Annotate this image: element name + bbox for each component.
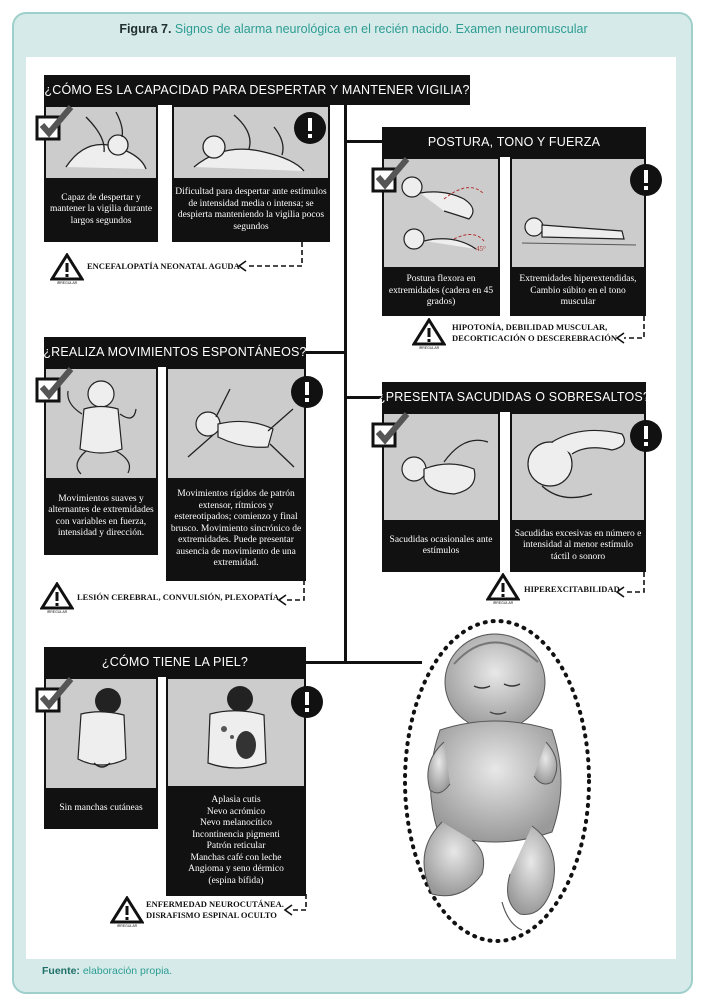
abnormal-caption-postura: Extremidades hiperextendidas, Cambio súb… xyxy=(510,267,646,316)
baby-occasional-jerk-illustration xyxy=(401,439,489,495)
exclamation-icon xyxy=(630,164,662,196)
source-label: Fuente: xyxy=(42,965,80,977)
dashed-arrow-icon xyxy=(615,572,645,598)
warning-triangle-icon: IRREGULAR xyxy=(50,253,84,285)
exclamation-icon xyxy=(630,420,662,452)
abnormal-caption-sacudidas: Sacudidas excesivas en número e intensid… xyxy=(510,520,646,572)
skin-sign-8: (espina bífida) xyxy=(208,875,264,886)
figure-label: Figura 7. xyxy=(119,22,172,36)
warning-icon-label: IRREGULAR xyxy=(117,924,138,928)
normal-caption-sacudidas: Sacudidas ocasionales ante estímulos xyxy=(382,520,500,572)
angle-label: 45° xyxy=(476,245,486,253)
connector-piel xyxy=(306,661,422,664)
baby-stimulus-illustration xyxy=(193,114,305,172)
abnormal-caption-vigilia: Dificultad para despertar ante estímulos… xyxy=(172,178,330,242)
warning-triangle-icon: IRREGULAR xyxy=(110,896,144,928)
connector-trunk xyxy=(344,104,347,664)
connector-sacudidas xyxy=(344,396,382,399)
skin-sign-3: Nevo melanocítico xyxy=(199,818,272,828)
alarm-line-piel-2: DISRAFISMO ESPINAL OCULTO xyxy=(146,910,277,920)
exclamation-icon xyxy=(294,112,326,144)
question-header-movimientos: ¿REALIZA MOVIMIENTOS ESPONTÁNEOS? xyxy=(43,337,306,367)
question-header-sacudidas: ¿PRESENTA SACUDIDAS O SOBRESALTOS? xyxy=(378,382,650,412)
warning-triangle-icon: IRREGULAR xyxy=(486,573,520,605)
dashed-arrow-icon xyxy=(237,242,303,272)
warning-icon-label: IRREGULAR xyxy=(493,601,514,605)
abnormal-caption-piel: Aplasia cutis Nevo acrómico Nevo melanoc… xyxy=(166,786,306,896)
normal-caption-piel: Sin manchas cutáneas xyxy=(44,788,158,829)
check-icon xyxy=(371,157,410,193)
normal-caption-vigilia: Capaz de despertar y mantener la vigilia… xyxy=(44,178,158,242)
dashed-arrow-icon xyxy=(283,894,307,916)
skin-sign-1: Aplasia cutis xyxy=(211,795,261,805)
alarm-label-movimientos: LESIÓN CEREBRAL, CONVULSIÓN, PLEXOPATÍA xyxy=(77,592,280,602)
newborn-illustration xyxy=(403,619,591,943)
figure-title: Signos de alarma neurológica en el recié… xyxy=(174,22,588,36)
question-header-piel: ¿CÓMO TIENE LA PIEL? xyxy=(44,647,306,677)
baby-smooth-movement-illustration xyxy=(67,380,137,475)
check-icon xyxy=(35,367,74,403)
connector-postura xyxy=(344,140,382,143)
question-header-vigilia: ¿CÓMO ES LA CAPACIDAD PARA DESPERTAR Y M… xyxy=(44,75,470,105)
alarm-label-piel: ENFERMEDAD NEUROCUTÁNEA. DISRAFISMO ESPI… xyxy=(146,899,284,921)
alarm-line-postura-2: DECORTICACIÓN O DESCEREBRACIÓN xyxy=(452,333,618,343)
extended-posture-illustration xyxy=(521,217,637,246)
alarm-line-postura-1: HIPOTONÍA, DEBILIDAD MUSCULAR, xyxy=(452,322,608,332)
check-icon xyxy=(35,105,74,141)
dashed-arrow-icon xyxy=(615,316,645,344)
skin-sign-4: Incontinencia pigmenti xyxy=(192,829,280,840)
connector-movimientos xyxy=(306,351,346,354)
exclamation-icon xyxy=(291,686,323,718)
exclamation-icon xyxy=(291,376,323,408)
skin-sign-5: Patrón reticular xyxy=(206,841,266,851)
alarm-label-vigilia: ENCEFALOPATÍA NEONATAL AGUDA xyxy=(87,261,240,271)
source-text: elaboración propia. xyxy=(82,965,173,977)
abnormal-caption-movimientos: Movimientos rígidos de patrón extensor, … xyxy=(166,478,306,581)
baby-hands-illustration xyxy=(65,111,147,170)
figure-caption: Figura 7. Signos de alarma neurológica e… xyxy=(0,22,707,36)
dashed-arrow-icon xyxy=(277,580,305,606)
baby-excessive-jerk-illustration xyxy=(527,429,625,499)
normal-caption-postura: Postura flexora en extremidades (cadera … xyxy=(382,267,500,316)
figure-source: Fuente: elaboración propia. xyxy=(42,965,172,977)
warning-triangle-icon: IRREGULAR xyxy=(40,582,74,614)
normal-caption-movimientos: Movimientos suaves y alternantes de extr… xyxy=(44,478,158,555)
warning-icon-label: IRREGULAR xyxy=(57,281,78,285)
alarm-label-sacudidas: HIPEREXCITABILIDAD xyxy=(524,584,620,594)
check-icon xyxy=(371,412,410,448)
warning-triangle-icon: IRREGULAR xyxy=(412,318,446,350)
skin-sign-6: Manchas café con leche xyxy=(190,852,282,863)
baby-rigid-movement-illustration xyxy=(187,388,295,468)
skin-sign-7: Angioma y seno dérmico xyxy=(188,864,284,874)
question-header-postura: POSTURA, TONO Y FUERZA xyxy=(382,127,646,157)
flexed-posture-illustration: 45° xyxy=(401,176,486,253)
baby-back-clear-skin-illustration xyxy=(77,688,127,768)
warning-icon-label: IRREGULAR xyxy=(47,610,68,614)
warning-icon-label: IRREGULAR xyxy=(419,346,440,350)
alarm-label-postura: HIPOTONÍA, DEBILIDAD MUSCULAR, DECORTICA… xyxy=(452,322,617,344)
alarm-line-piel-1: ENFERMEDAD NEUROCUTÁNEA. xyxy=(146,899,284,909)
baby-back-skin-lesions-illustration xyxy=(207,686,267,769)
check-icon xyxy=(35,677,74,713)
skin-sign-2: Nevo acrómico xyxy=(206,806,266,817)
